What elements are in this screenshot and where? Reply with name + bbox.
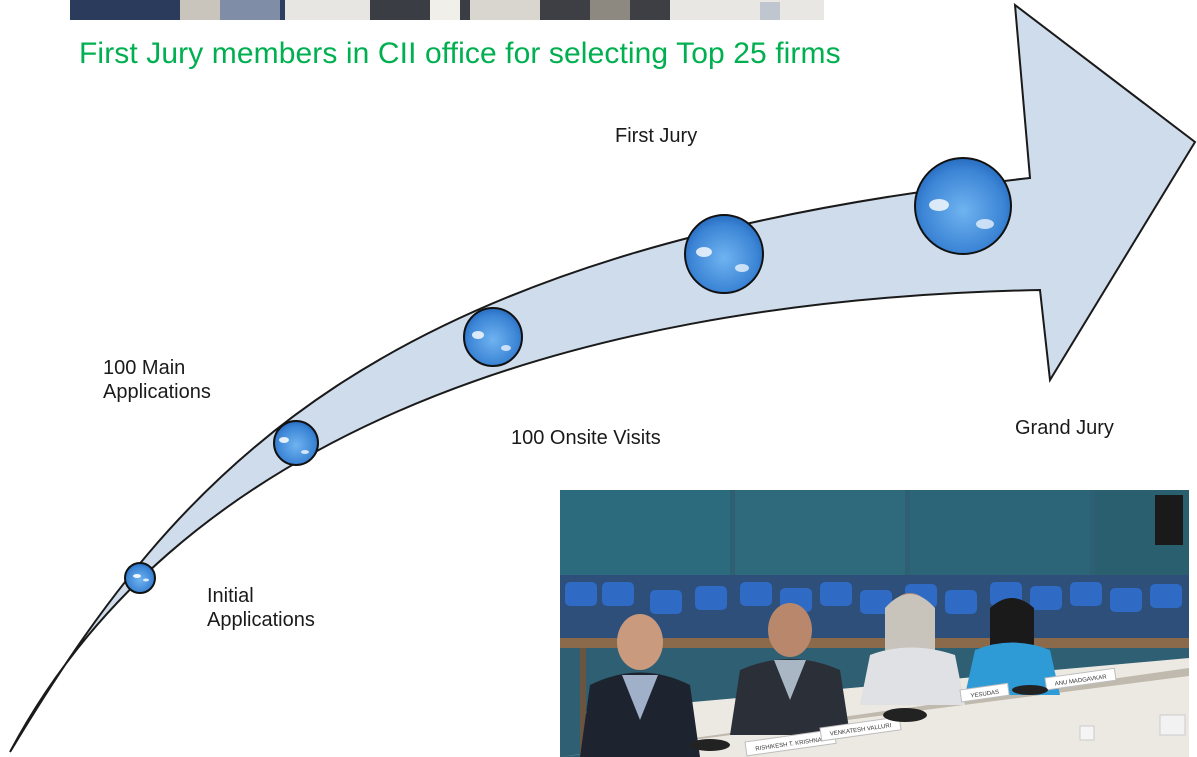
stage-label-line: Grand Jury bbox=[1015, 417, 1114, 439]
stage-bubble-2 bbox=[273, 420, 319, 466]
stage-bubble-5 bbox=[914, 157, 1012, 255]
progress-arrow bbox=[9, 2, 1197, 753]
stage-label-line: 100 Onsite Visits bbox=[511, 427, 661, 449]
stage-bubble-1 bbox=[124, 562, 156, 594]
stage-label-line: Initial bbox=[207, 585, 254, 607]
panelist-4 bbox=[965, 598, 1060, 695]
stage-bubble-3 bbox=[463, 307, 523, 367]
nameplate-3: YESUDAS bbox=[959, 682, 1010, 703]
stage-label-main-applications: 100 Main Applications bbox=[103, 356, 211, 404]
stage-label-first-jury: First Jury bbox=[615, 124, 697, 148]
stage-label-line: First Jury bbox=[615, 125, 698, 147]
stage-label-onsite-visits: 100 Onsite Visits bbox=[511, 426, 661, 450]
stage-label-line: Applications bbox=[207, 609, 315, 631]
top-photo bbox=[70, 0, 824, 20]
panelist-2 bbox=[730, 603, 850, 735]
panelist-1 bbox=[580, 614, 700, 757]
panelist-3 bbox=[860, 593, 965, 705]
stage-label-grand-jury: Grand Jury bbox=[1015, 416, 1114, 440]
stage-label-initial-applications: Initial Applications bbox=[207, 584, 315, 632]
stage-label-line: 100 Main bbox=[103, 357, 186, 379]
stage-label-line: Applications bbox=[103, 381, 211, 403]
jury-meeting-photo: RISHIKESH T. KRISHNAN VENKATESH VALLURI … bbox=[560, 490, 1189, 757]
stage-bubble-4 bbox=[684, 214, 764, 294]
slide-title: First Jury members in CII office for sel… bbox=[79, 37, 841, 70]
nameplate-text: YESUDAS bbox=[970, 690, 999, 700]
